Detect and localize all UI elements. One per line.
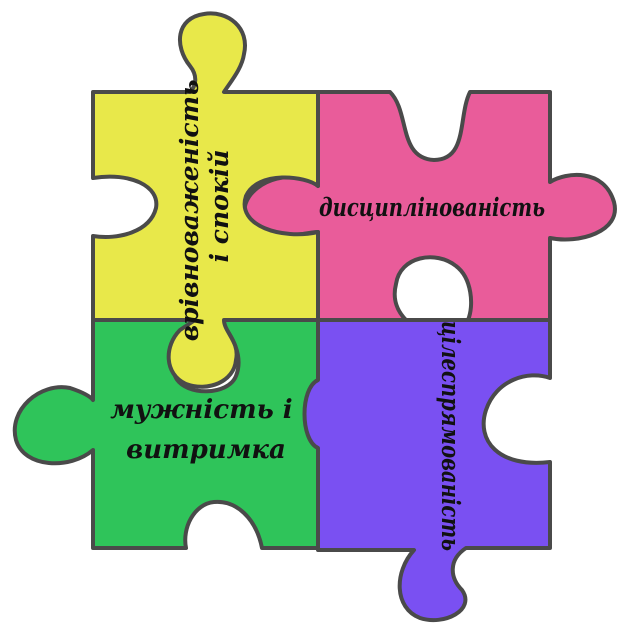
green-label-line-2: витримка: [126, 435, 286, 465]
puzzle-piece-violet: [305, 320, 551, 620]
violet-piece-label: цілеспрямованість: [436, 321, 465, 551]
puzzle-piece-green: [15, 320, 318, 548]
pink-piece-label: дисциплінованість: [319, 193, 545, 222]
green-label-line-1: мужність і: [110, 395, 292, 425]
yellow-label-line-1: врівноваженість: [175, 79, 204, 341]
yellow-label-line-2: і спокій: [205, 150, 234, 263]
